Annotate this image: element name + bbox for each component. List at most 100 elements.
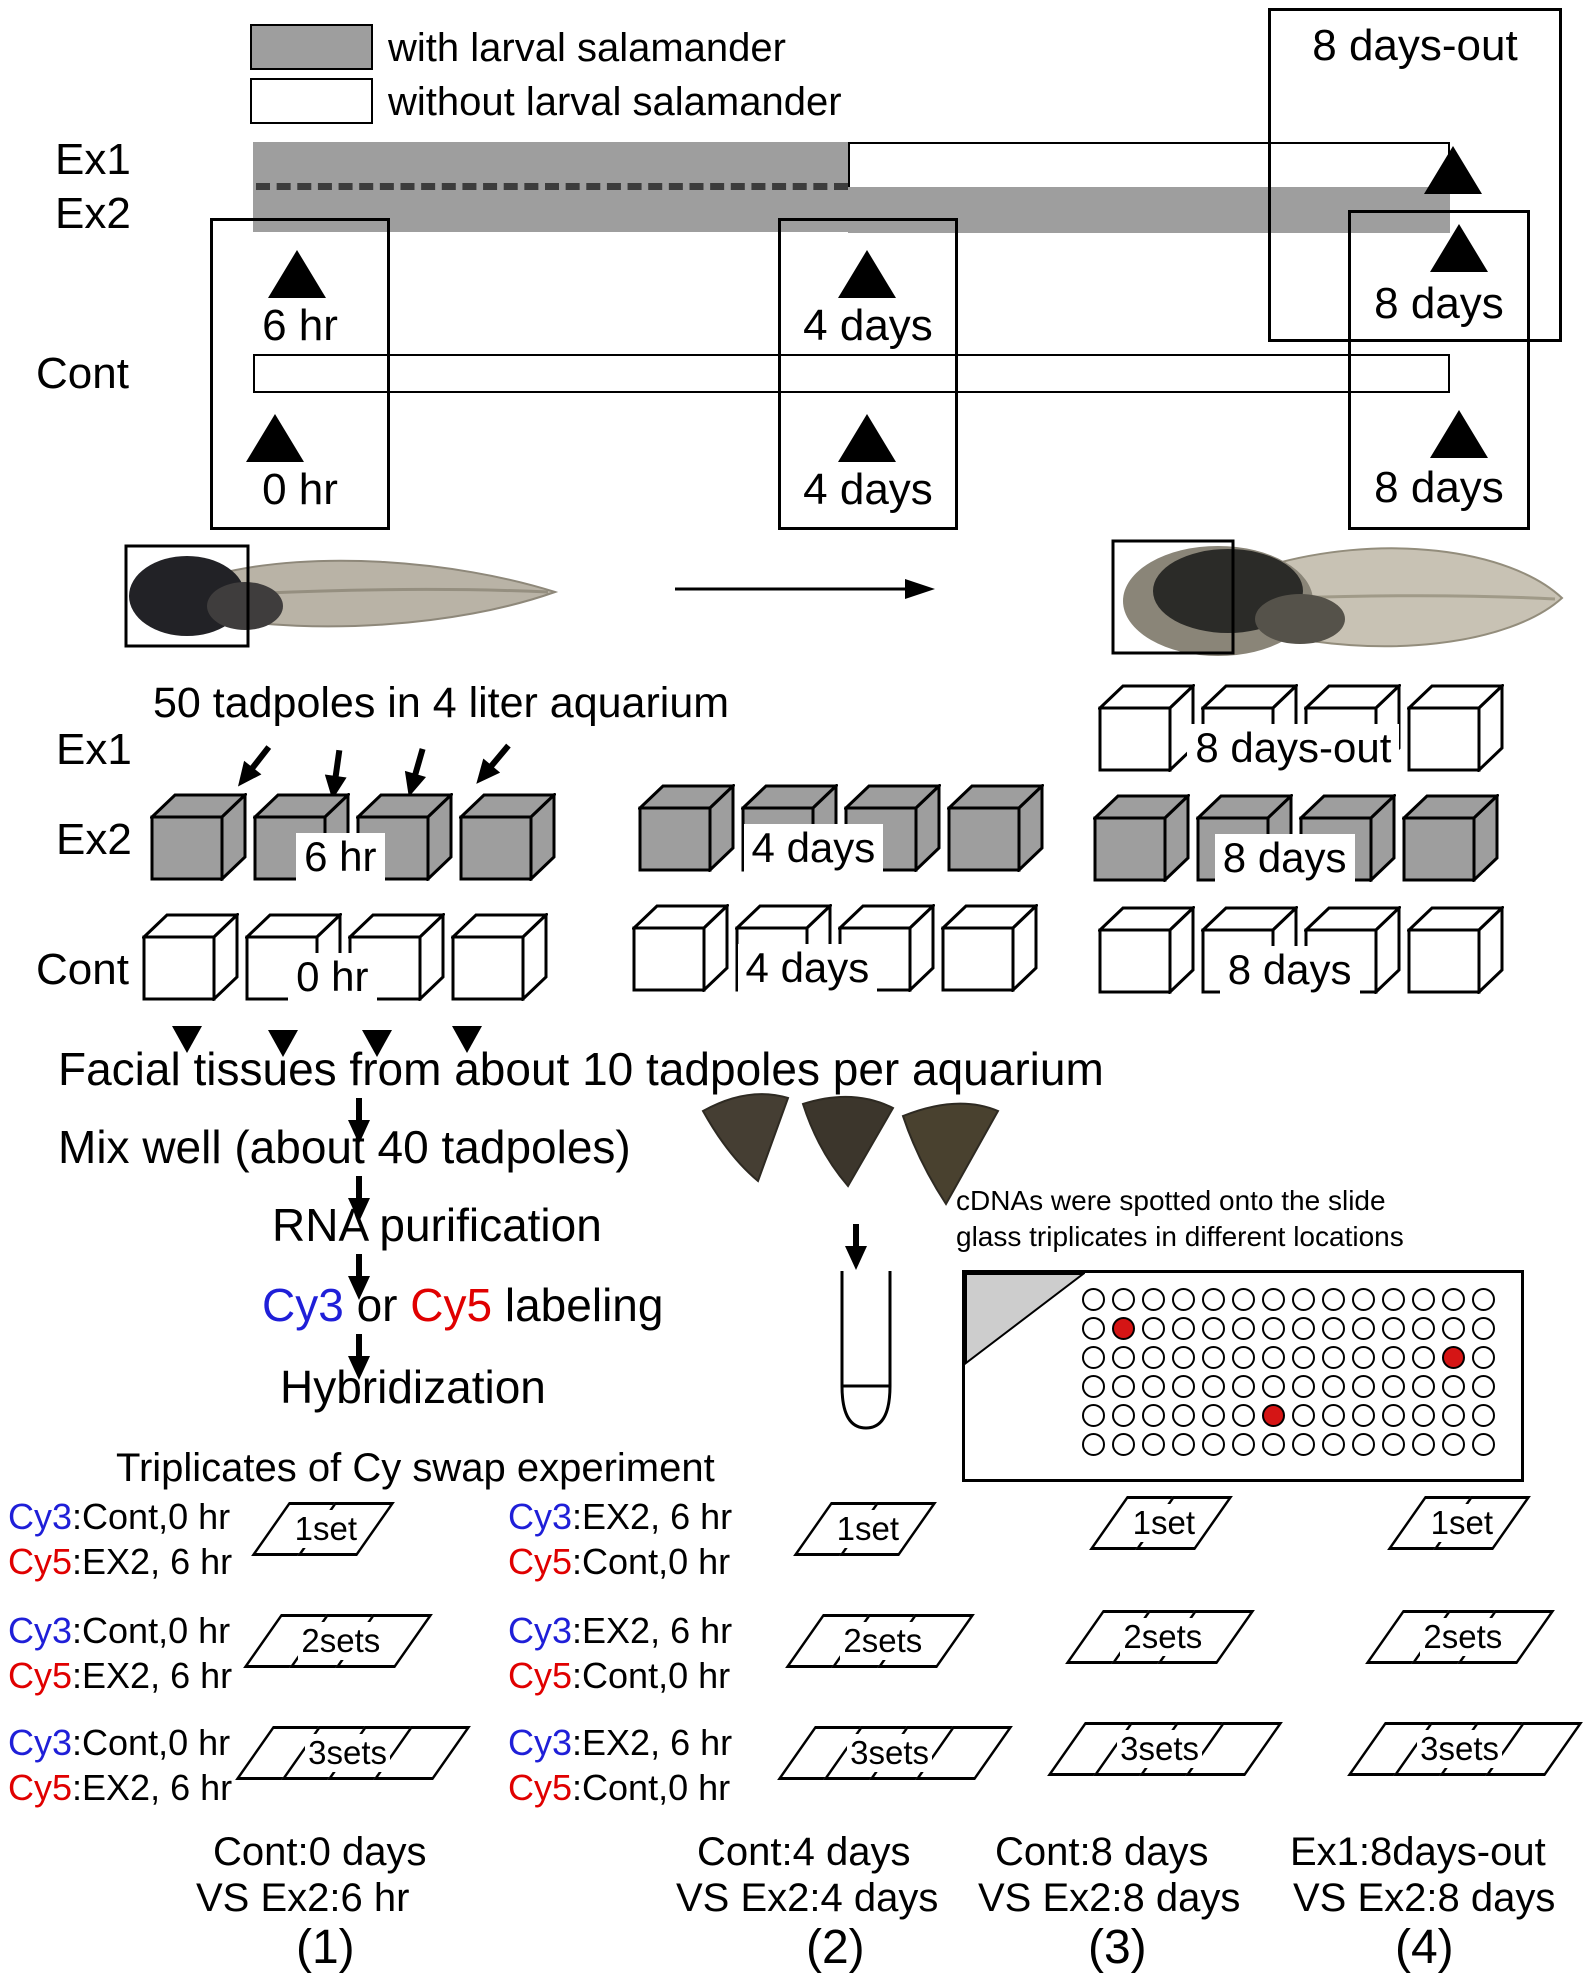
- slide-set-col1-3sets: 3sets: [235, 1726, 471, 1784]
- process-step-facial-tissues: Facial tissues from about 10 tadpoles pe…: [58, 1043, 1104, 1095]
- cdna-spot: [1172, 1317, 1195, 1340]
- timepoint-0hr: 0 hr: [262, 465, 338, 514]
- cdna-spot: [1472, 1433, 1495, 1456]
- cdna-note-line1: cDNAs were spotted onto the slide: [956, 1185, 1386, 1216]
- aquarium-cube: [459, 793, 556, 881]
- distribute-arrow-icon: [468, 737, 518, 791]
- cdna-spot: [1352, 1433, 1375, 1456]
- cdna-spot: [1442, 1404, 1465, 1427]
- cdna-spot: [1442, 1433, 1465, 1456]
- timepoint-8days-out: 8 days-out: [1312, 21, 1518, 70]
- text-part: Cy3: [262, 1279, 344, 1331]
- cdna-spot-red: [1112, 1317, 1135, 1340]
- cy3-line: Cy3:EX2, 6 hr: [508, 1720, 732, 1765]
- aquarium-row-label-ex1: Ex1: [56, 725, 132, 774]
- aquarium-row-time-label: 0 hr: [288, 953, 377, 1001]
- cdna-spot: [1082, 1346, 1105, 1369]
- text-part: labeling: [492, 1279, 664, 1331]
- cdna-spot: [1472, 1375, 1495, 1398]
- cy5-line: Cy5:Cont,0 hr: [508, 1765, 732, 1810]
- cdna-spot: [1412, 1346, 1435, 1369]
- slide-set-col2-1set: 1set: [793, 1502, 937, 1560]
- comparison-4-line2: VS Ex2:8 days: [1293, 1876, 1556, 1920]
- aquarium-row-4days-cont: 4 days: [632, 904, 1038, 992]
- cy5-prefix: Cy5: [508, 1541, 573, 1582]
- distribute-arrow-icon: [321, 747, 350, 802]
- cdna-spot-red: [1262, 1404, 1285, 1427]
- facial-tissue-pieces-image: [701, 1093, 1000, 1206]
- cdna-spot: [1292, 1288, 1315, 1311]
- cdna-spot: [1202, 1288, 1225, 1311]
- cdna-spot: [1202, 1346, 1225, 1369]
- cdna-spot: [1382, 1288, 1405, 1311]
- sample-collect-triangle-icon: [452, 1026, 482, 1053]
- dye-label-block: Cy3:EX2, 6 hr Cy5:Cont,0 hr: [508, 1494, 732, 1584]
- sample-collect-triangle-icon: [362, 1030, 392, 1057]
- distribute-arrow-icon: [229, 739, 278, 794]
- cy3-rest: :EX2, 6 hr: [572, 1610, 733, 1651]
- cy3-rest: :Cont,0 hr: [72, 1722, 231, 1763]
- cdna-spot: [1172, 1433, 1195, 1456]
- legend-swatch-without-salamander: [250, 78, 373, 124]
- cdna-spot: [1412, 1404, 1435, 1427]
- cdna-spot: [1412, 1375, 1435, 1398]
- slide-set-col2-3sets: 3sets: [777, 1726, 1013, 1784]
- cdna-spot: [1322, 1375, 1345, 1398]
- dye-label-block: Cy3:Cont,0 hr Cy5:EX2, 6 hr: [8, 1608, 232, 1698]
- cdna-spot: [1112, 1375, 1135, 1398]
- legend-label-with-salamander: with larval salamander: [388, 26, 786, 70]
- cdna-spot: [1142, 1288, 1165, 1311]
- aquarium-cube: [1402, 794, 1499, 882]
- slide-set-col4-1set: 1set: [1387, 1496, 1531, 1554]
- cy5-line: Cy5:Cont,0 hr: [508, 1653, 732, 1698]
- cdna-spot: [1472, 1288, 1495, 1311]
- cy5-rest: :EX2, 6 hr: [72, 1541, 233, 1582]
- aquarium-row-8days-out: 8 days-out: [1098, 684, 1504, 772]
- cy3-prefix: Cy3: [8, 1610, 73, 1651]
- cdna-spot: [1112, 1433, 1135, 1456]
- comparison-2-number: (2): [806, 1921, 865, 1974]
- cdna-spot: [1082, 1317, 1105, 1340]
- sample-collect-triangle-icon: [172, 1026, 202, 1053]
- aquarium-row-time-label: 8 days-out: [1187, 724, 1400, 772]
- sample-collect-triangle-icon: [268, 1030, 298, 1057]
- cdna-spot: [1352, 1346, 1375, 1369]
- timeline-row-label-ex1: Ex1: [55, 135, 131, 184]
- aquarium-row-4days-ex2: 4 days: [638, 784, 1044, 872]
- set-count-label: 1set: [1129, 1504, 1199, 1542]
- cdna-spot: [1202, 1404, 1225, 1427]
- aquarium-row-time-label: 6 hr: [296, 833, 385, 881]
- aquarium-row-time-label: 4 days: [743, 824, 884, 872]
- cy5-line: Cy5:EX2, 6 hr: [8, 1539, 232, 1584]
- aquarium-cube: [1098, 906, 1195, 994]
- comparison-4-line1: Ex1:8days-out: [1290, 1830, 1546, 1874]
- aquarium-row-8days-cont: 8 days: [1098, 906, 1504, 994]
- cdna-spot: [1382, 1404, 1405, 1427]
- cdna-spot: [1262, 1317, 1285, 1340]
- sample-marker-triangle-icon: [838, 250, 896, 298]
- process-down-arrow-icon: [348, 1254, 370, 1300]
- cdna-spot: [1232, 1317, 1255, 1340]
- cdna-spot: [1292, 1404, 1315, 1427]
- process-step-cy-labeling: Cy3 or Cy5 labeling: [262, 1280, 663, 1331]
- cy5-rest: :Cont,0 hr: [572, 1767, 731, 1808]
- aquarium-cube: [1093, 794, 1190, 882]
- cdna-spot: [1082, 1288, 1105, 1311]
- comparison-3-line2: VS Ex2:8 days: [978, 1876, 1241, 1920]
- process-down-arrow-icon: [348, 1176, 370, 1222]
- ex1-ex2-divider-dashed-line: [256, 183, 848, 190]
- cy3-line: Cy3:Cont,0 hr: [8, 1608, 232, 1653]
- aquarium-row-label-cont: Cont: [36, 945, 129, 994]
- aquarium-cube: [1407, 906, 1504, 994]
- cdna-spot: [1142, 1433, 1165, 1456]
- slide-set-col3-3sets: 3sets: [1047, 1722, 1283, 1780]
- aquarium-cube: [632, 904, 729, 992]
- comparison-4-number: (4): [1395, 1921, 1454, 1974]
- set-count-label: 2sets: [840, 1622, 926, 1660]
- aquarium-cube: [941, 904, 1038, 992]
- process-step-rna-purification: RNA purification: [272, 1199, 602, 1251]
- cdna-spot: [1112, 1346, 1135, 1369]
- cdna-spot: [1082, 1404, 1105, 1427]
- sample-marker-triangle-icon: [1430, 410, 1488, 458]
